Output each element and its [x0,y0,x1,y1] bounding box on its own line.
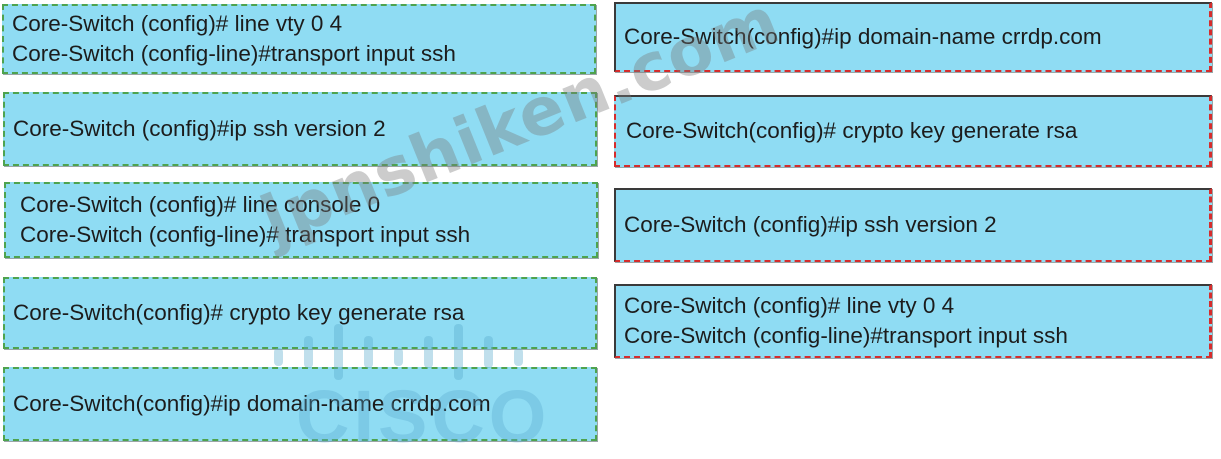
target-slot-2[interactable]: Core-Switch(config)# crypto key generate… [614,95,1212,167]
command-line: Core-Switch(config)#ip domain-name crrdp… [13,391,491,416]
target-slot-4[interactable]: Core-Switch (config)# line vty 0 4 Core-… [614,284,1212,358]
command-line: Core-Switch (config-line)# transport inp… [20,222,471,247]
source-command-block-3[interactable]: Core-Switch (config)# line console 0 Cor… [4,182,598,258]
command-line: Core-Switch(config)# crypto key generate… [13,300,465,325]
target-slot-1[interactable]: Core-Switch(config)#ip domain-name crrdp… [614,2,1212,72]
source-command-block-5[interactable]: Core-Switch(config)#ip domain-name crrdp… [3,367,597,441]
command-line: Core-Switch (config-line)#transport inpu… [624,323,1068,348]
command-line: Core-Switch(config)# crypto key generate… [626,118,1078,143]
command-line: Core-Switch (config)#ip ssh version 2 [624,212,997,237]
source-command-block-1[interactable]: Core-Switch (config)# line vty 0 4 Core-… [2,4,596,74]
command-line: Core-Switch (config)#ip ssh version 2 [13,116,386,141]
command-line: Core-Switch(config)#ip domain-name crrdp… [624,24,1102,49]
command-line: Core-Switch (config)# line console 0 [20,192,381,217]
target-slot-3[interactable]: Core-Switch (config)#ip ssh version 2 [614,188,1212,262]
source-command-block-4[interactable]: Core-Switch(config)# crypto key generate… [3,277,597,349]
command-line: Core-Switch (config)# line vty 0 4 [12,11,343,36]
source-command-block-2[interactable]: Core-Switch (config)#ip ssh version 2 [3,92,597,166]
command-line: Core-Switch (config)# line vty 0 4 [624,293,955,318]
command-line: Core-Switch (config-line)#transport inpu… [12,41,456,66]
